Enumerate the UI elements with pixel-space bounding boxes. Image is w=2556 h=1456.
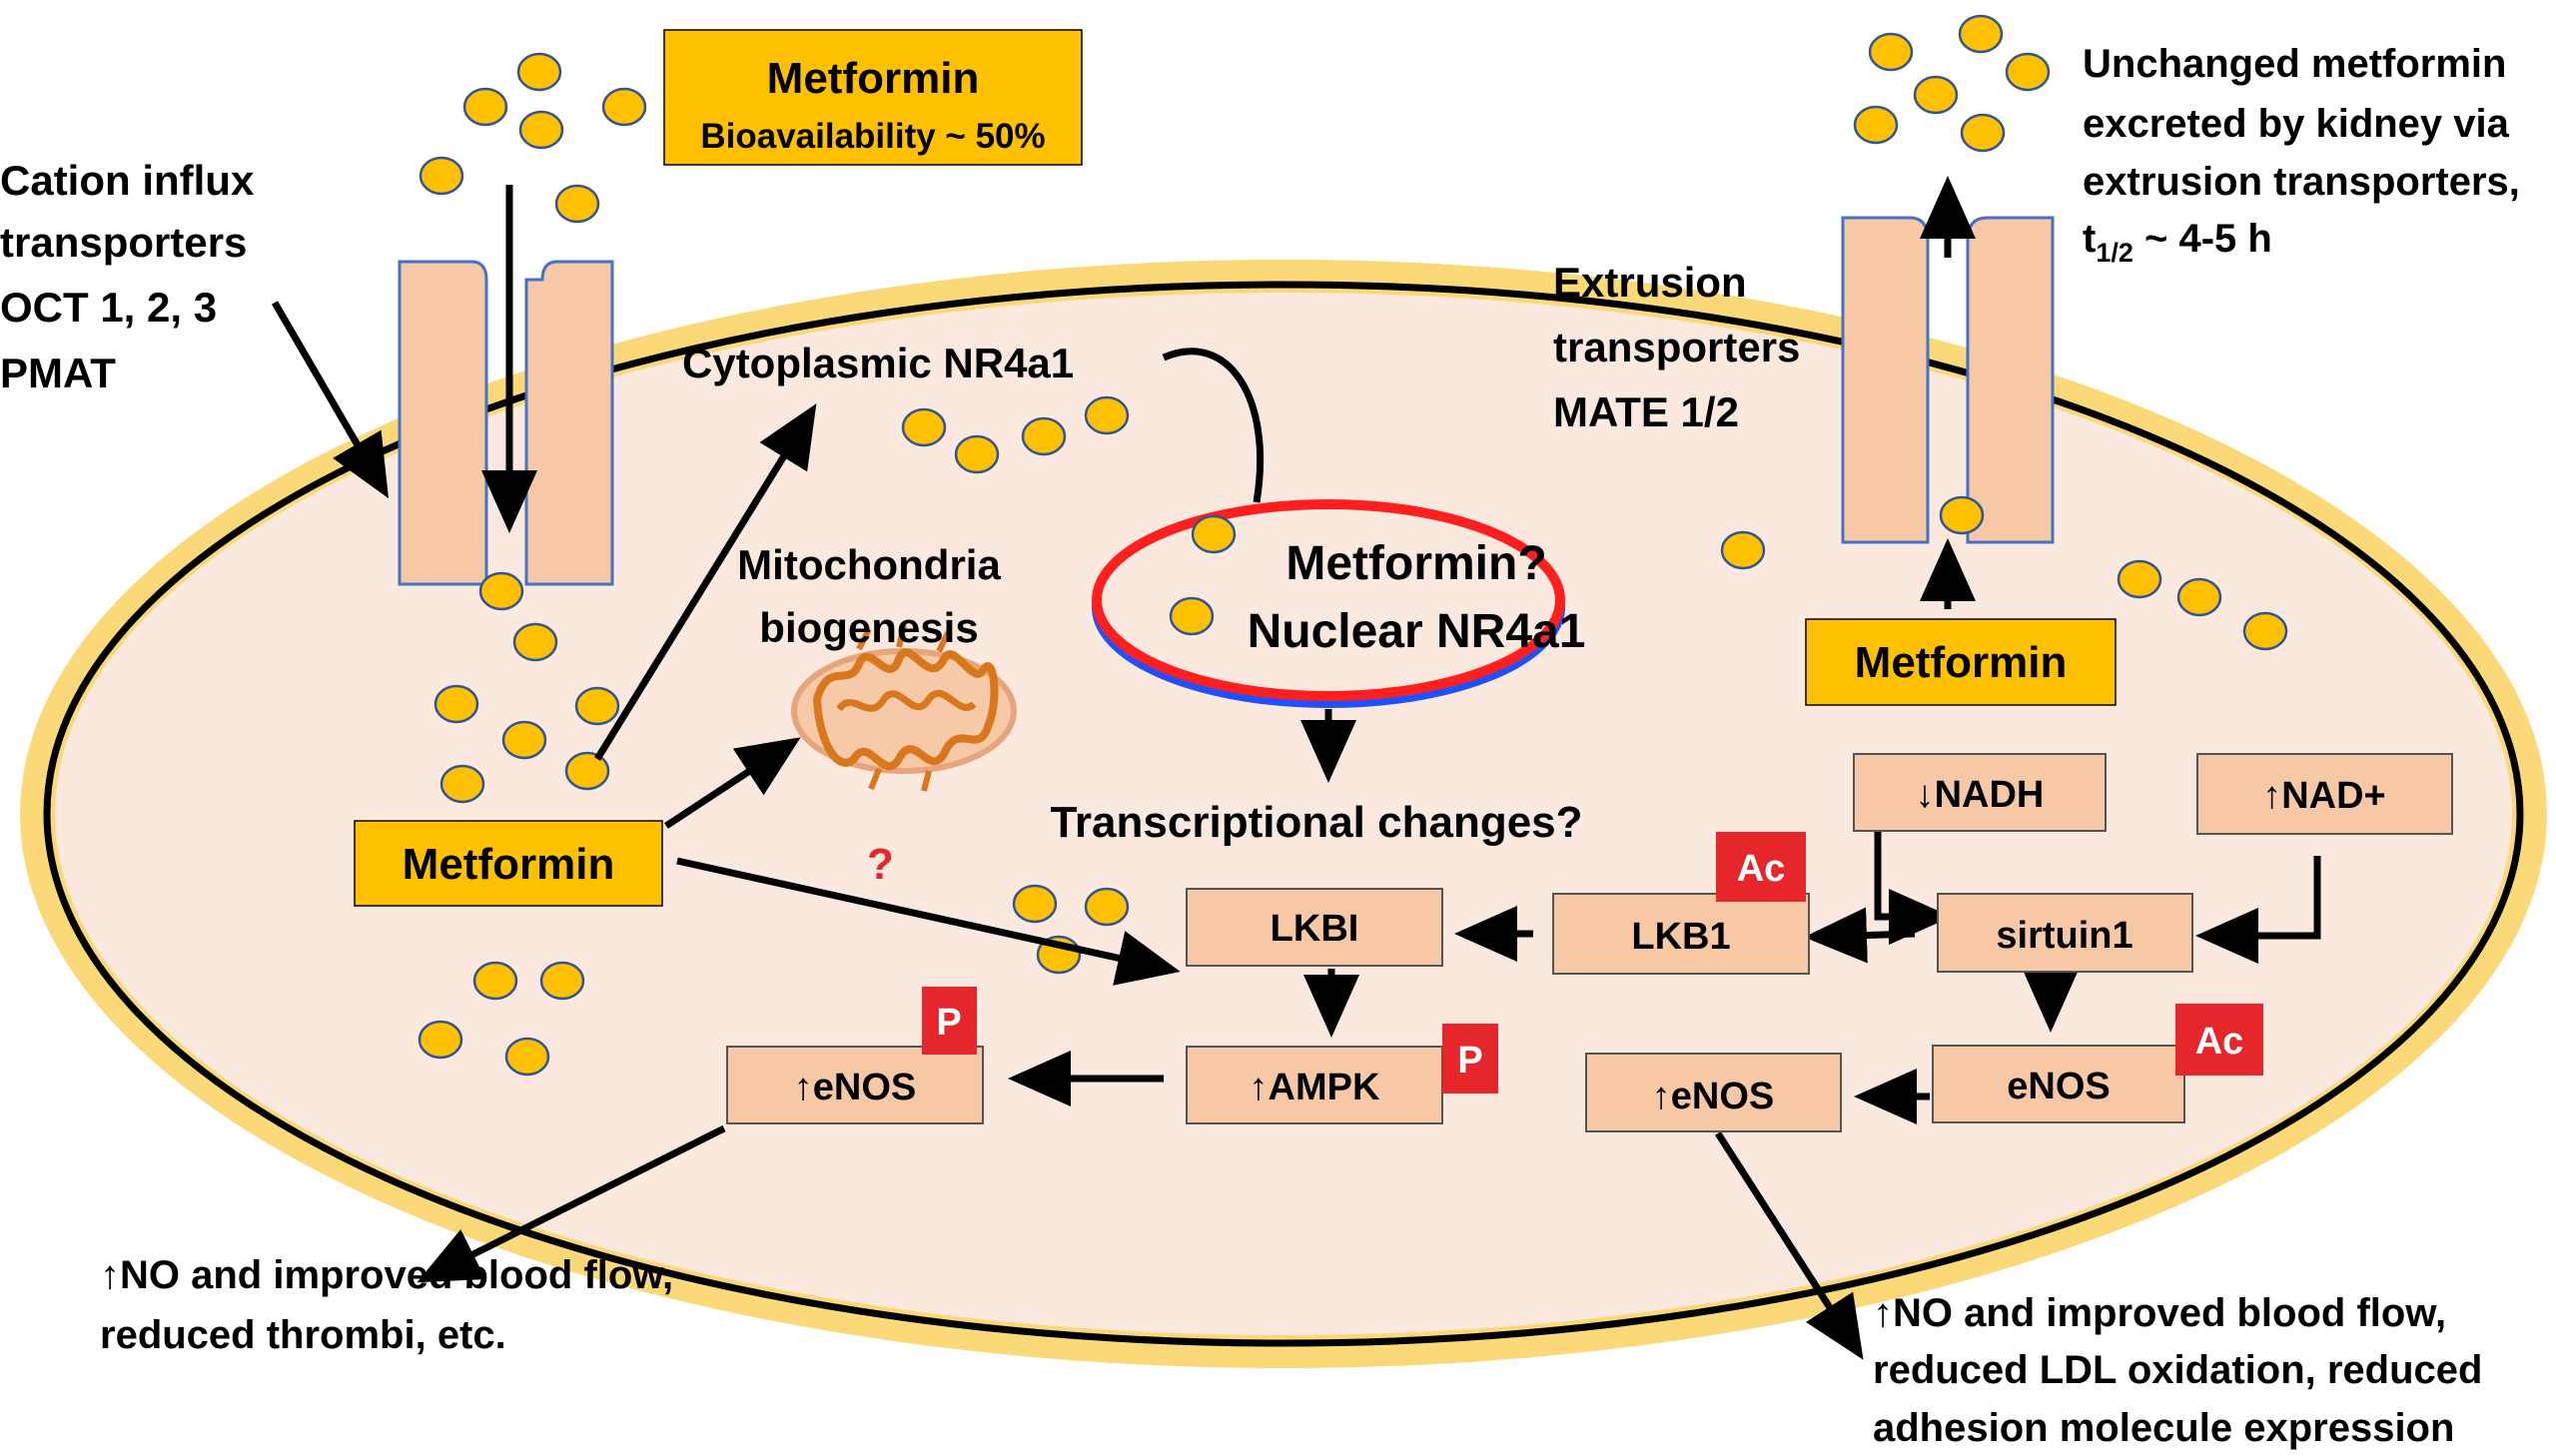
sirtuin-box: sirtuin1	[1937, 893, 2193, 973]
svg-text:Mitochondria: Mitochondria	[737, 541, 1001, 588]
phospho-badge-ampk: P	[1442, 1024, 1498, 1093]
transcriptional-label: Transcriptional changes?	[1050, 798, 1582, 847]
excretion-label: Unchanged metformin excreted by kidney v…	[2083, 42, 2520, 268]
metformin-molecules	[418, 14, 2288, 1077]
svg-text:OCT 1, 2, 3: OCT 1, 2, 3	[0, 284, 217, 331]
enos-left-box: ↑eNOS	[726, 1046, 984, 1124]
svg-text:Cation influx: Cation influx	[0, 157, 255, 204]
svg-text:extrusion transporters,: extrusion transporters,	[2083, 160, 2520, 204]
svg-text:reduced LDL oxidation, reduced: reduced LDL oxidation, reduced	[1873, 1348, 2482, 1392]
uncertain-link-mark: ?	[867, 840, 894, 889]
metformin-right-label: Metformin	[1855, 638, 2068, 687]
lkbi-box: LKBI	[1186, 888, 1443, 967]
metformin-left-label: Metformin	[403, 840, 615, 889]
svg-text:reduced thrombi, etc.: reduced thrombi, etc.	[100, 1313, 506, 1357]
cytoplasmic-nr4a1-label: Cytoplasmic NR4a1	[682, 340, 1074, 386]
svg-text:Unchanged metformin: Unchanged metformin	[2083, 42, 2506, 86]
svg-text:t1/2 ~ 4-5 h: t1/2 ~ 4-5 h	[2083, 217, 2272, 268]
nad-label: ↑NAD+	[2262, 775, 2386, 817]
svg-text:PMAT: PMAT	[0, 350, 116, 396]
enos-mid-label: eNOS	[2007, 1066, 2110, 1107]
enos-right-box: ↑eNOS	[1585, 1053, 1842, 1132]
ampk-label: ↑AMPK	[1250, 1067, 1380, 1108]
acetyl-badge-lkb1: Ac	[1716, 832, 1806, 902]
svg-text:↑NO and improved blood flow,: ↑NO and improved blood flow,	[1873, 1291, 2446, 1335]
lkbi-label: LKBI	[1271, 908, 1359, 950]
metformin-top-box: Metformin Bioavailability ~ 50%	[663, 29, 1083, 166]
enos-right-label: ↑eNOS	[1652, 1076, 1774, 1117]
nucleus	[1092, 499, 1565, 708]
outcome-left-label: ↑NO and improved blood flow, reduced thr…	[100, 1253, 673, 1357]
arrows	[271, 176, 2321, 1360]
enos-left-label: ↑eNOS	[794, 1067, 916, 1108]
acetyl-badge-enos: Ac	[2175, 1004, 2263, 1076]
svg-text:adhesion molecule expression: adhesion molecule expression	[1873, 1406, 2454, 1450]
svg-text:P: P	[936, 1002, 961, 1044]
lkb1-box: LKB1	[1552, 893, 1810, 975]
extrusion-label: Extrusion transporters MATE 1/2	[1553, 259, 1800, 435]
svg-text:Metformin?: Metformin?	[1285, 537, 1546, 590]
nadh-label: ↓NADH	[1916, 774, 2045, 816]
influx-label: Cation influx transporters OCT 1, 2, 3 P…	[0, 157, 255, 396]
svg-text:transporters: transporters	[0, 219, 247, 266]
cell-membrane-line	[43, 281, 2524, 1347]
outcome-right-label: ↑NO and improved blood flow, reduced LDL…	[1873, 1291, 2482, 1450]
mitochondria-label: Mitochondria biogenesis	[737, 541, 1001, 651]
ampk-box: ↑AMPK	[1186, 1046, 1443, 1124]
lkb1-label: LKB1	[1631, 916, 1730, 958]
mitochondrion-icon	[791, 624, 1017, 792]
svg-text:MATE 1/2: MATE 1/2	[1553, 388, 1739, 435]
svg-text:P: P	[1457, 1040, 1482, 1082]
svg-text:↑NO and improved blood flow,: ↑NO and improved blood flow,	[100, 1253, 673, 1297]
sirtuin-label: sirtuin1	[1996, 915, 2132, 957]
enos-mid-box: eNOS	[1932, 1045, 2185, 1123]
svg-text:Ac: Ac	[1737, 848, 1786, 890]
metformin-top-title: Metformin	[767, 54, 980, 103]
svg-text:Ac: Ac	[2195, 1021, 2244, 1063]
metformin-right-box: Metformin	[1805, 618, 2117, 706]
extrusion-transporter	[1841, 216, 2055, 544]
svg-text:biogenesis: biogenesis	[759, 604, 978, 651]
metformin-left-box: Metformin	[354, 820, 663, 907]
phospho-badge-enos: P	[922, 987, 977, 1055]
svg-text:excreted by kidney via: excreted by kidney via	[2083, 102, 2510, 146]
svg-text:Extrusion: Extrusion	[1553, 259, 1747, 306]
nadh-box: ↓NADH	[1853, 753, 2107, 832]
nad-box: ↑NAD+	[2196, 753, 2453, 835]
nucleus-label: Metformin? Nuclear NR4a1	[1248, 537, 1586, 658]
bioavailability-label: Bioavailability ~ 50%	[700, 117, 1045, 156]
svg-text:transporters: transporters	[1553, 324, 1800, 370]
influx-transporter	[398, 260, 614, 586]
svg-text:Nuclear NR4a1: Nuclear NR4a1	[1248, 605, 1586, 658]
